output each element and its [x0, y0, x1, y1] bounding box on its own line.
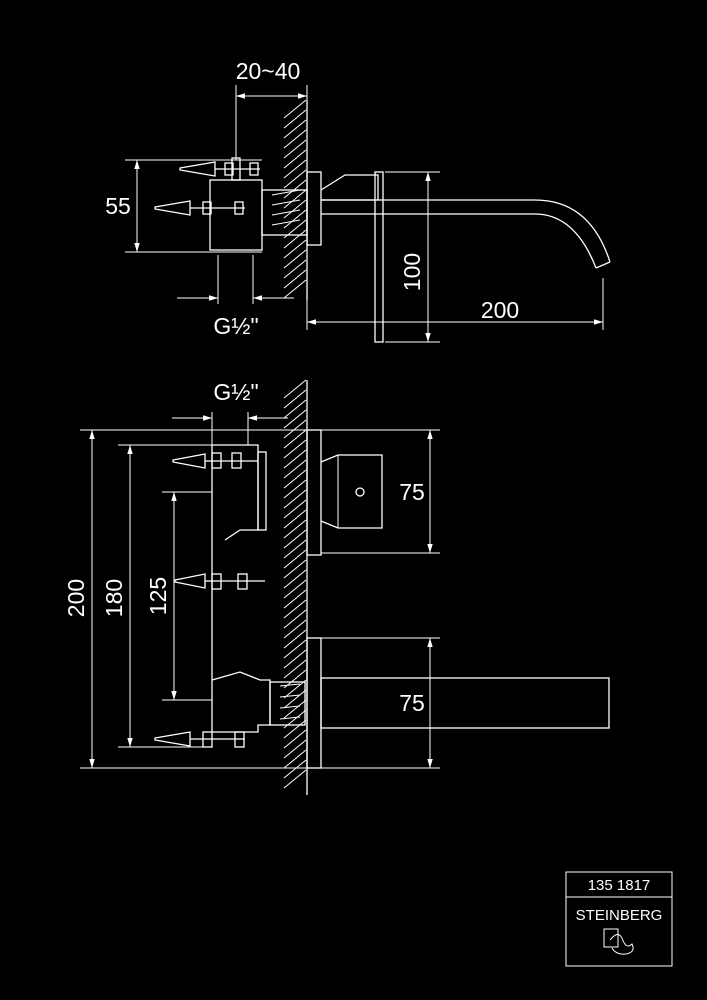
hatch-line: [283, 149, 307, 169]
dim-label-spout-height: 75: [399, 690, 425, 716]
dim-label-wall-depth: 20~40: [236, 58, 301, 84]
hatch-line: [283, 159, 307, 179]
hatch-line: [283, 209, 307, 229]
hatch-line: [283, 509, 307, 529]
hatch-line: [283, 479, 307, 499]
thread-lines-front: [279, 683, 301, 720]
hatch-line: [283, 119, 307, 139]
fixing-screw-front-middle: [174, 573, 265, 590]
hatch-line: [283, 429, 307, 449]
hatch-line: [283, 519, 307, 539]
hatch-line: [283, 599, 307, 619]
wall-hatch-top: [283, 99, 307, 299]
hatch-line: [283, 419, 307, 439]
outlet-plate: [374, 171, 384, 343]
front-view: G½" 200 180 125 75 75: [63, 379, 610, 795]
hatch-line: [283, 589, 307, 609]
hatch-line: [283, 389, 307, 409]
hatch-line: [283, 249, 307, 269]
hatch-line: [283, 639, 307, 659]
hatch-line: [283, 239, 307, 259]
hatch-line: [283, 749, 307, 769]
handle-rosette: [306, 429, 322, 556]
hatch-line: [283, 199, 307, 219]
hatch-line: [283, 529, 307, 549]
hatch-line: [283, 719, 307, 739]
spout-arm: [321, 199, 611, 269]
mixer-body: [209, 179, 263, 251]
hatch-line: [283, 659, 307, 679]
indicator-dot: [355, 487, 365, 497]
spout-base: [320, 174, 379, 201]
title-block-frame: [565, 871, 673, 967]
hatch-line: [283, 439, 307, 459]
hatch-line: [283, 619, 307, 639]
hatch-line: [283, 689, 307, 709]
dim-label-body-height: 55: [105, 193, 131, 219]
hatch-line: [283, 139, 307, 159]
hatch-line: [283, 579, 307, 599]
lower-connector: [269, 681, 306, 726]
dim-label-overall-height: 200: [63, 579, 89, 617]
dim-label-handle-height: 75: [399, 479, 425, 505]
hatch-line: [283, 609, 307, 629]
hatch-line: [283, 559, 307, 579]
dim-label-spout-length: 200: [481, 297, 519, 323]
hatch-line: [283, 489, 307, 509]
hatch-line: [283, 459, 307, 479]
hatch-line: [283, 729, 307, 749]
hatch-line: [283, 739, 307, 759]
hatch-line: [283, 379, 307, 399]
handle-lever: [320, 454, 383, 529]
hatch-line: [283, 539, 307, 559]
hatch-line: [283, 169, 307, 189]
dim-label-body-height-front: 180: [101, 579, 127, 617]
hatch-line: [283, 189, 307, 209]
steinberg-logo-icon: [603, 928, 634, 955]
hatch-line: [283, 99, 307, 119]
hatch-line: [283, 179, 307, 199]
hatch-line: [283, 229, 307, 249]
top-view: 20~40 55 100 200 G½": [105, 58, 611, 343]
hatch-line: [283, 449, 307, 469]
hatch-line: [283, 469, 307, 489]
hatch-line: [283, 129, 307, 149]
hatch-line: [283, 759, 307, 779]
hatch-line: [283, 769, 307, 789]
spout-tip: [595, 261, 611, 269]
hatch-line: [283, 499, 307, 519]
rosette: [306, 171, 322, 246]
hatch-line: [283, 699, 307, 719]
article-number: 135 1817: [588, 877, 651, 894]
hatch-line: [283, 279, 307, 299]
wall-hatch-front: [283, 379, 307, 789]
thread-lines: [271, 189, 301, 226]
hatch-line: [283, 679, 307, 699]
brand-name: STEINBERG: [576, 907, 663, 924]
dim-label-thread-top: G½": [213, 313, 258, 339]
spout-rosette: [306, 637, 322, 769]
fixing-screw-upper: [179, 161, 260, 177]
hatch-line: [283, 399, 307, 419]
hatch-line: [283, 649, 307, 669]
dim-label-thread-front: G½": [213, 379, 258, 405]
hatch-line: [283, 109, 307, 129]
hatch-line: [283, 259, 307, 279]
title-block: 135 1817 STEINBERG: [565, 871, 673, 967]
dim-label-fixing-distance: 125: [145, 577, 171, 615]
hatch-line: [283, 549, 307, 569]
dim-label-outlet-height: 100: [399, 253, 425, 291]
spout-body-front: [320, 677, 610, 729]
fixing-screw-front-top: [172, 452, 258, 469]
hatch-line: [283, 569, 307, 589]
fixing-screw-lower: [154, 200, 245, 216]
hatch-line: [283, 409, 307, 429]
hatch-line: [283, 629, 307, 649]
hatch-line: [283, 269, 307, 289]
upper-cartridge-seat: [257, 451, 267, 531]
fixing-screw-front-bottom: [154, 731, 245, 748]
